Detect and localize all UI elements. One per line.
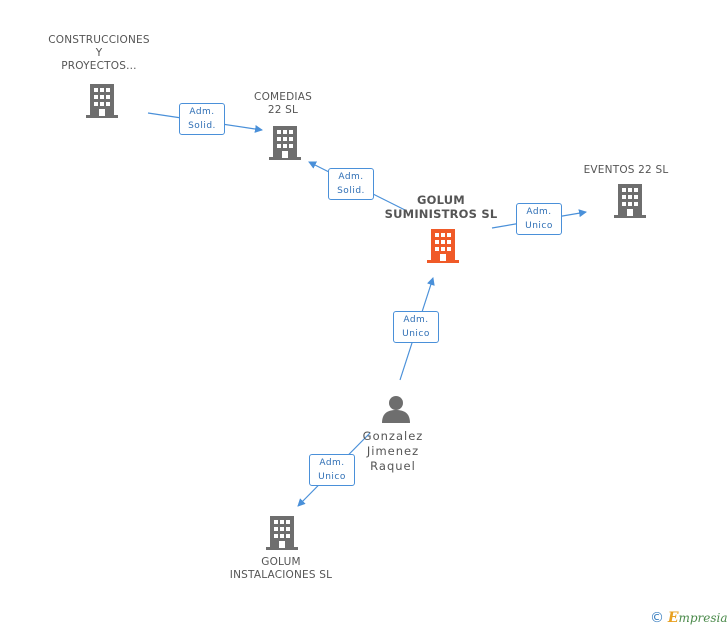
node-label-golum-instalaciones[interactable]: GOLUM INSTALACIONES SL	[230, 556, 332, 582]
brand-logo-rest: mpresia	[678, 611, 728, 625]
building-icon[interactable]	[614, 184, 646, 218]
node-label-line: Jimenez	[366, 444, 420, 458]
node-label-construcciones[interactable]: CONSTRUCCIONES Y PROYECTOS...	[48, 34, 150, 73]
edge-label-line: Solid.	[188, 121, 216, 131]
main-building-icon[interactable]	[427, 229, 459, 263]
edge-label-adm-unico: Adm. Unico	[309, 454, 355, 486]
node-label-line: 22 SL	[267, 104, 299, 116]
node-label-line: PROYECTOS...	[61, 60, 137, 72]
edge-label-line: Adm.	[319, 458, 345, 468]
edge-label-line: Adm.	[338, 172, 364, 182]
copyright-icon: ©	[650, 610, 664, 626]
node-label-comedias[interactable]: COMEDIAS 22 SL	[254, 91, 312, 117]
edge-label-line: Unico	[525, 221, 553, 231]
node-label-line: Raquel	[370, 459, 416, 473]
node-label-eventos[interactable]: EVENTOS 22 SL	[584, 164, 669, 177]
node-label-line: Y	[95, 47, 103, 59]
edge-label-adm-unico: Adm. Unico	[516, 203, 562, 235]
node-label-line: INSTALACIONES SL	[229, 569, 333, 581]
node-label-line: SUMINISTROS SL	[384, 207, 498, 221]
edge-label-line: Adm.	[526, 207, 552, 217]
node-label-line: COMEDIAS	[254, 91, 312, 103]
person-icon[interactable]	[381, 394, 411, 424]
node-label-line: GOLUM	[261, 556, 301, 568]
edge-label-adm-unico: Adm. Unico	[393, 311, 439, 343]
edge-label-adm-solid: Adm. Solid.	[328, 168, 374, 200]
edge-label-line: Solid.	[337, 186, 365, 196]
edge-label-line: Unico	[402, 329, 430, 339]
edge-label-line: Adm.	[403, 315, 429, 325]
edge-label-line: Unico	[318, 472, 346, 482]
node-label-golum-suministros[interactable]: GOLUM SUMINISTROS SL	[385, 193, 498, 221]
node-label-line: Gonzalez	[362, 429, 424, 443]
edge-label-line: Adm.	[189, 107, 215, 117]
footer-brand[interactable]: © Empresia	[650, 610, 728, 626]
building-icon[interactable]	[86, 84, 118, 118]
node-label-line: GOLUM	[417, 193, 465, 207]
edge-label-adm-solid: Adm. Solid.	[179, 103, 225, 135]
building-icon[interactable]	[266, 516, 298, 550]
node-label-gonzalez[interactable]: Gonzalez Jimenez Raquel	[363, 429, 424, 474]
building-icon[interactable]	[269, 126, 301, 160]
brand-logo: Empresia	[667, 610, 728, 626]
node-label-line: CONSTRUCCIONES	[48, 34, 150, 46]
brand-logo-initial: E	[667, 610, 679, 626]
node-label-line: EVENTOS 22 SL	[583, 164, 669, 176]
